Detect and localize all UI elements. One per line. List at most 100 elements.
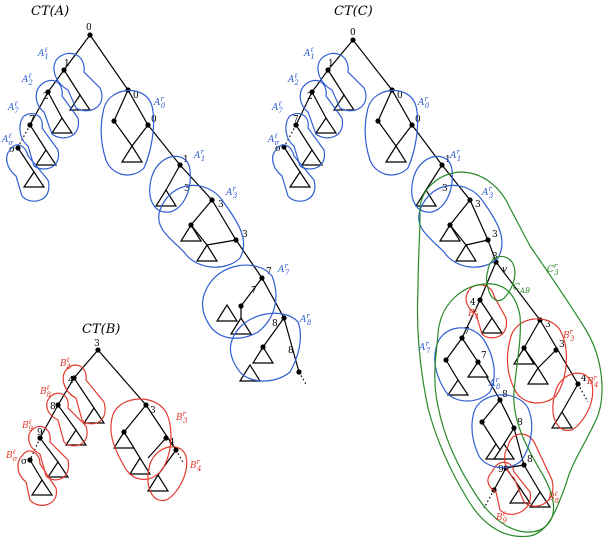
subtree-triangle [112, 430, 136, 449]
set-label-sub: 8 [307, 319, 312, 327]
subtree-triangle [528, 490, 552, 508]
region-blob [53, 52, 103, 112]
node-label: 4 [581, 374, 587, 384]
node [95, 347, 101, 353]
subtree-triangle [454, 243, 478, 262]
node-label: 0 [350, 28, 356, 38]
region-blob [552, 372, 594, 432]
node [260, 344, 266, 350]
set-label-letter: A [7, 103, 15, 113]
subtree-triangle [492, 442, 516, 460]
node [281, 315, 287, 321]
edge [445, 359, 459, 381]
edge [539, 319, 579, 385]
region-blob [285, 113, 326, 170]
node-label: 0 [86, 23, 92, 33]
set-label-letter: B [39, 387, 47, 397]
subtree-triangle [438, 223, 462, 242]
subtree-triangle [120, 144, 144, 163]
edge [499, 399, 515, 429]
subtree-triangle [300, 148, 324, 166]
dotted-edge [577, 383, 589, 403]
node [37, 435, 43, 441]
region-blob [6, 144, 50, 202]
set-label-sub: 3 [570, 335, 575, 343]
set-label-sup: ℓ [14, 100, 18, 108]
edge [311, 91, 327, 119]
subtree-triangle [82, 406, 106, 424]
node [521, 462, 527, 468]
node [209, 197, 215, 203]
set-label-sup: ℓ [28, 72, 32, 80]
node-label: σ [21, 457, 27, 467]
set-label-sup: r [554, 262, 558, 270]
set-label-sup: ℓ [294, 72, 298, 80]
edge [190, 199, 213, 226]
set-label-sub: σ [274, 139, 279, 147]
node-label: 8 [517, 418, 523, 428]
region-blob [364, 89, 419, 176]
node [177, 162, 183, 168]
set-label-sub: 9 [29, 425, 34, 433]
edge [39, 437, 59, 463]
node [309, 89, 315, 95]
edge [479, 299, 493, 319]
region-blob [411, 155, 453, 213]
node-label: 9 [498, 465, 504, 475]
node [145, 122, 151, 128]
set-label-letter: B [59, 359, 67, 369]
region-blob [28, 425, 70, 481]
title-ct-c: CT(C) [334, 4, 373, 19]
set-label-sup: ℓ [274, 132, 278, 140]
node [553, 347, 559, 353]
set-label-sup: ℓ [502, 510, 506, 518]
set-label-sup: r [161, 95, 165, 103]
subtree-triangle [30, 478, 54, 496]
node [325, 67, 331, 73]
subtree-triangle [46, 460, 70, 478]
set-label-sub: 9 [503, 517, 508, 525]
set-label-sup: r [425, 95, 429, 103]
dotted-edge [29, 437, 41, 461]
subtree-triangle [22, 170, 46, 188]
node-label: 4 [470, 298, 476, 308]
subtree-triangle [146, 473, 170, 492]
region-blob [147, 446, 188, 502]
title-ct-a: CT(A) [31, 4, 69, 19]
set-label-letter: A [225, 188, 233, 198]
set-label-sup: ℓ [66, 356, 70, 364]
set-label-sub: σ [13, 455, 18, 463]
node-label: 1 [328, 59, 334, 69]
node [467, 197, 473, 203]
set-label-sup: ℓ [12, 448, 16, 456]
edge [113, 120, 133, 147]
node [238, 303, 244, 309]
region-blob [434, 327, 495, 402]
set-label-sub: 7 [426, 347, 431, 355]
set-label-letter: B [547, 493, 555, 503]
node-label: σ [275, 144, 281, 154]
set-label-letter: A [267, 135, 275, 145]
set-label-letter: A [277, 265, 285, 275]
node-label: 3 [242, 230, 248, 240]
edge [481, 421, 497, 445]
dotted-edge [298, 371, 308, 387]
region-blob-c3r [416, 171, 603, 538]
subtree-triangle [128, 456, 152, 475]
node [375, 118, 381, 124]
node-label: 7 [251, 286, 257, 296]
node-label: 3 [184, 184, 190, 194]
node [87, 32, 93, 38]
node-label: 3 [492, 252, 498, 262]
set-label-sup: r [426, 340, 430, 348]
set-label-sub: σ [8, 139, 13, 147]
region-blob [201, 264, 277, 339]
node [409, 122, 415, 128]
